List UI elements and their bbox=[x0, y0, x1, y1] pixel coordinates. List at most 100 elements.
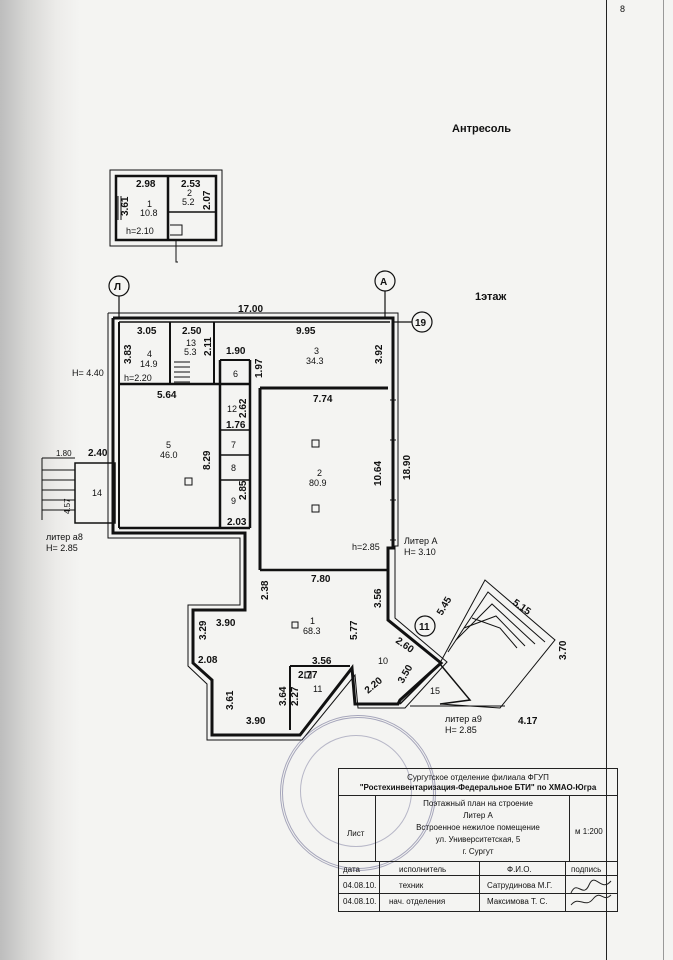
frame-border-right-outer bbox=[663, 0, 664, 960]
axis-markers bbox=[108, 270, 436, 637]
stamp-city: г. Сургут bbox=[462, 847, 494, 856]
dim-entrance-top: 1.80 bbox=[56, 449, 72, 458]
room-4-area: 14.9 bbox=[140, 359, 158, 369]
row2-date: 04.08.10. bbox=[343, 897, 377, 906]
dim-262: 2.62 bbox=[238, 398, 249, 418]
room-13-area: 5.3 bbox=[184, 347, 197, 357]
litera-a: Литер А bbox=[404, 536, 437, 546]
room-5-area: 46.0 bbox=[160, 450, 178, 460]
title-block: Сургутское отделение филиала ФГУП "Росте… bbox=[338, 768, 618, 912]
dim-564: 5.64 bbox=[157, 390, 177, 401]
plan-title: Поэтажный план на строение bbox=[423, 799, 533, 808]
dim-329: 3.29 bbox=[198, 620, 209, 640]
dim-350: 3.50 bbox=[396, 663, 415, 686]
mezz-room-2-num: 2 bbox=[187, 188, 192, 198]
dim-285: 2.85 bbox=[238, 480, 249, 500]
litera-a9-height: H= 2.85 bbox=[445, 725, 477, 735]
room-11-num: 11 bbox=[313, 684, 322, 694]
dim-top-total: 17.00 bbox=[238, 304, 263, 315]
room-8-num: 8 bbox=[231, 463, 236, 473]
header-performer: исполнитель bbox=[399, 865, 447, 874]
mezzanine-plan bbox=[109, 169, 223, 263]
mezz-dim-h1: 3.61 bbox=[120, 196, 131, 216]
official-seal bbox=[280, 715, 436, 871]
dim-208: 2.08 bbox=[198, 655, 218, 666]
official-seal-inner bbox=[300, 735, 412, 847]
dim-entrance-h: 4.57 bbox=[63, 498, 72, 514]
dim-356: 3.56 bbox=[373, 588, 384, 608]
dim-220: 2.20 bbox=[363, 675, 385, 696]
mezz-dim-w2: 2.53 bbox=[181, 179, 201, 190]
dim-227: 2.27 bbox=[290, 686, 301, 706]
room-3-area: 34.3 bbox=[306, 356, 324, 366]
org-line2: "Ростехинвентаризация-Федеральное БТИ" п… bbox=[359, 783, 597, 792]
room-9-num: 9 bbox=[231, 496, 236, 506]
dim-250: 2.50 bbox=[182, 326, 202, 337]
stamp-litera: Литер А bbox=[463, 811, 493, 820]
scale-label: м 1:200 bbox=[575, 827, 603, 836]
dim-197: 1.97 bbox=[254, 358, 265, 378]
room-12-num: 12 bbox=[227, 404, 237, 414]
row1-date: 04.08.10. bbox=[343, 881, 377, 890]
axis-left-label: Л bbox=[114, 282, 121, 293]
dim-238: 2.38 bbox=[260, 580, 271, 600]
title-block-vline-2 bbox=[569, 795, 570, 861]
dim-383: 3.83 bbox=[123, 344, 134, 364]
title-block-vline-1 bbox=[375, 795, 376, 861]
dim-305: 3.05 bbox=[137, 326, 157, 337]
title-block-vline-3 bbox=[379, 861, 380, 911]
dim-390b: 3.90 bbox=[246, 716, 266, 727]
title-block-divider-3 bbox=[339, 875, 617, 876]
room-4-num: 4 bbox=[147, 349, 152, 359]
room-10-num: 10 bbox=[378, 656, 388, 666]
dim-190: 1.90 bbox=[226, 346, 246, 357]
room-7-num: 7 bbox=[231, 440, 236, 450]
title-block-divider-4 bbox=[339, 893, 617, 894]
mezzanine-title: Антресоль bbox=[452, 123, 511, 135]
row2-role: нач. отделения bbox=[389, 897, 446, 906]
room-6-num: 6 bbox=[233, 369, 238, 379]
dim-390a: 3.90 bbox=[216, 618, 236, 629]
stamp-address: ул. Университетская, 5 bbox=[435, 835, 521, 844]
floor1-title: 1этаж bbox=[475, 291, 507, 303]
dim-774: 7.74 bbox=[313, 394, 333, 405]
dim-203: 2.03 bbox=[227, 517, 247, 528]
dim-1064: 10.64 bbox=[373, 461, 384, 486]
mezz-room-1-area: 10.8 bbox=[140, 208, 158, 218]
dim-361: 3.61 bbox=[225, 690, 236, 710]
header-fio: Ф.И.О. bbox=[507, 865, 532, 874]
room-1-num: 1 bbox=[310, 616, 315, 626]
room-5-num: 5 bbox=[166, 440, 171, 450]
litera-a-height: H= 3.10 bbox=[404, 547, 436, 557]
litera-a8: литер а8 bbox=[46, 532, 83, 542]
room-2-num: 2 bbox=[317, 468, 322, 478]
floor1-walls bbox=[41, 312, 556, 741]
header-sign: подпись bbox=[571, 865, 602, 874]
mezz-dim-w1: 2.98 bbox=[136, 179, 156, 190]
title-block-divider-2 bbox=[339, 861, 617, 862]
signatures bbox=[570, 879, 612, 906]
room-13-num: 13 bbox=[186, 338, 196, 348]
page-mark: 8 bbox=[620, 4, 625, 14]
room-1-area: 68.3 bbox=[303, 626, 321, 636]
dim-right-total: 18.90 bbox=[402, 455, 413, 480]
stamp-object: Встроенное нежилое помещение bbox=[416, 823, 540, 832]
room-2-area: 80.9 bbox=[309, 478, 327, 488]
room-3-num: 3 bbox=[314, 346, 319, 356]
dim-364: 3.64 bbox=[278, 686, 289, 706]
dim-995: 9.95 bbox=[296, 326, 316, 337]
title-block-vline-4 bbox=[479, 861, 480, 911]
title-block-divider-1 bbox=[339, 795, 617, 796]
dim-211: 2.11 bbox=[203, 337, 214, 356]
room-15-num: 15 bbox=[430, 686, 440, 696]
room-4-height: h=2.20 bbox=[124, 373, 152, 383]
axis-right-mid-label: 11 bbox=[419, 622, 430, 633]
dim-780: 7.80 bbox=[311, 574, 331, 585]
row1-name: Сатрудинова М.Г. bbox=[487, 881, 553, 890]
dim-829: 8.29 bbox=[202, 450, 213, 470]
dim-277: 2.77 bbox=[298, 670, 318, 681]
room-2-height: h=2.85 bbox=[352, 542, 380, 552]
frame-border-right bbox=[606, 0, 607, 960]
axis-top-label: А bbox=[380, 277, 387, 288]
title-block-vline-5 bbox=[565, 861, 566, 911]
